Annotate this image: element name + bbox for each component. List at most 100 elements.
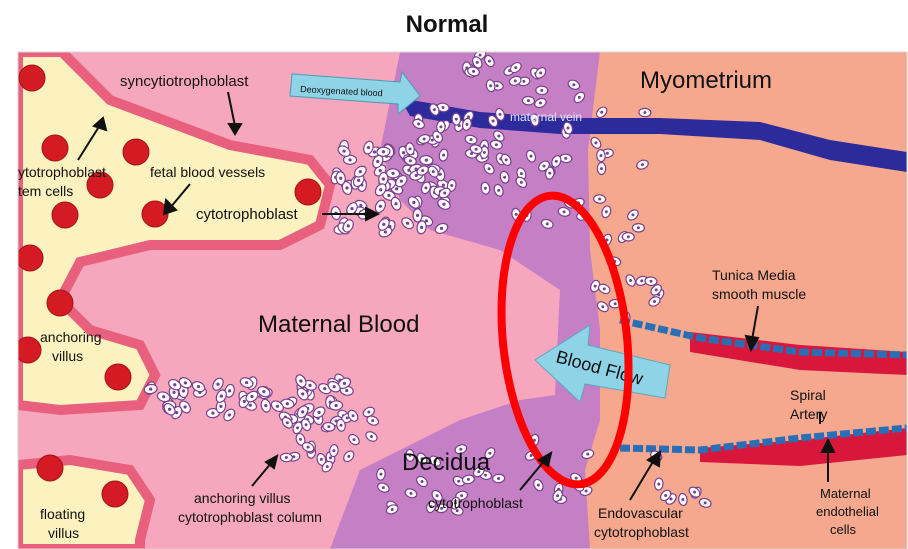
cell-nucleus [339,177,342,180]
cell-nucleus [245,381,248,384]
cell-nucleus [603,287,606,290]
label-maternal-vein: maternal vein [510,110,582,124]
cell-nucleus [373,150,376,153]
cell-nucleus [327,425,330,428]
cell-nucleus [431,139,434,142]
cell-nucleus [432,170,435,173]
cell-nucleus [442,154,445,157]
cell-nucleus [537,484,540,487]
cell-nucleus [450,184,453,187]
cell-nucleus [556,494,559,497]
cell-nucleus [484,187,487,190]
cell-nucleus [600,111,603,114]
cell-nucleus [606,152,609,155]
cell-nucleus [184,381,187,384]
cell-nucleus [346,417,349,420]
cell-nucleus [497,477,500,480]
cell-nucleus [497,135,500,138]
cell-nucleus [243,400,246,403]
label-cytotrophoblast-stem-2: tem cells [18,183,73,199]
cell-nucleus [345,186,348,189]
label-maternal-blood: Maternal Blood [258,311,419,338]
cell-nucleus [400,180,403,183]
cell-nucleus [443,191,446,194]
cell-nucleus [566,127,569,130]
cell-nucleus [370,435,373,438]
cell-nucleus [371,419,374,422]
label-floating-2: villus [48,525,79,541]
cell-nucleus [420,480,423,483]
cell-nucleus [183,405,186,408]
cell-nucleus [629,279,632,282]
cell-nucleus [600,167,603,170]
cell-nucleus [631,213,634,216]
cell-nucleus [343,382,346,385]
cell-nucleus [436,135,439,138]
cell-nucleus [162,395,165,398]
cell-nucleus [333,385,336,388]
label-cytotrophoblast-stem-1: ytotrophoblast [18,164,106,180]
label-column-2: cytotrophoblast column [178,509,322,525]
cell-nucleus [657,483,660,486]
cell-nucleus [220,395,223,398]
cell-nucleus [172,391,175,394]
cell-nucleus [438,173,441,176]
diagram-title: Normal [406,11,489,38]
cell-nucleus [499,113,502,116]
cell-nucleus [641,163,644,166]
cell-nucleus [168,408,171,411]
cell-nucleus [520,172,523,175]
cell-nucleus [465,123,468,126]
cell-nucleus [467,478,470,481]
cell-nucleus [420,226,423,229]
cell-nucleus [357,179,360,182]
cell-nucleus [173,383,176,386]
cell-nucleus [442,203,445,206]
cell-nucleus [421,169,424,172]
label-artery: Artery [790,406,827,422]
cell-nucleus [379,169,382,172]
cell-nucleus [693,491,696,494]
cell-nucleus [489,84,492,87]
cell-nucleus [637,226,640,229]
cell-nucleus [376,160,379,163]
cell-nucleus [514,79,517,82]
label-fetal-blood-vessels: fetal blood vessels [150,164,265,180]
cell-nucleus [387,194,390,197]
label-cytotrophoblast-bottom: cytotrophoblast [428,495,523,511]
cell-nucleus [301,392,304,395]
cell-nucleus [643,111,646,114]
cell-nucleus [605,210,608,213]
label-tunica-media: Tunica Media [712,267,796,283]
label-syncytiotrophoblast: syncytiotrophoblast [120,73,249,90]
cell-nucleus [433,108,436,111]
cell-nucleus [475,148,478,151]
cell-nucleus [228,389,231,392]
cell-nucleus [539,71,542,74]
cell-nucleus [382,223,385,226]
cell-nucleus [382,177,385,180]
cell-nucleus [219,405,222,408]
label-cytotrophoblast-top: cytotrophoblast [196,206,299,223]
cell-nucleus [342,150,345,153]
cell-nucleus [681,498,684,501]
cell-nucleus [276,405,279,408]
cell-nucleus [149,387,152,390]
cell-nucleus [301,410,304,413]
cell-nucleus [455,118,458,121]
cell-nucleus [664,494,667,497]
cell-nucleus [505,158,508,161]
cell-nucleus [540,89,543,92]
cell-nucleus [334,404,337,407]
cell-nucleus [424,186,427,189]
cell-nucleus [542,165,545,168]
cell-nucleus [578,96,581,99]
cell-nucleus [575,477,578,480]
cell-nucleus [359,170,362,173]
cell-nucleus [515,213,518,216]
cell-nucleus [492,120,495,123]
cell-nucleus [320,458,323,461]
label-maternal-endo-3: cells [830,522,857,537]
cell-nucleus [522,80,525,83]
cell-nucleus [353,438,356,441]
